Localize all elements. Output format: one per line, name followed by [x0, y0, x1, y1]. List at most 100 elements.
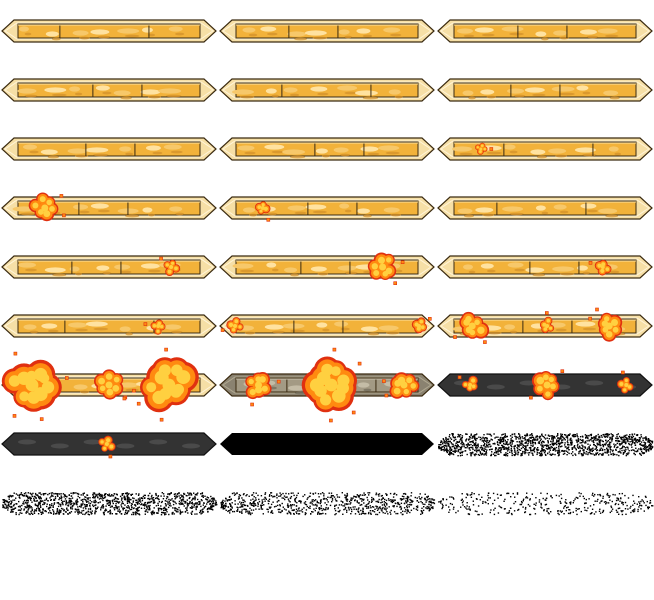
- dissolve-pixel: [582, 441, 584, 443]
- dissolve-pixel: [424, 503, 426, 506]
- dissolve-pixel: [156, 512, 158, 514]
- dissolve-pixel: [393, 505, 395, 507]
- dissolve-pixel: [546, 508, 548, 510]
- dissolve-pixel: [610, 506, 613, 509]
- core-texture: [559, 272, 575, 276]
- dissolve-pixel: [466, 444, 468, 446]
- dissolve-pixel: [243, 503, 245, 506]
- dissolve-pixel: [521, 454, 523, 456]
- dissolve-pixel: [420, 513, 422, 515]
- dissolve-pixel: [290, 495, 293, 498]
- core-texture: [287, 205, 306, 211]
- dissolve-pixel: [310, 501, 312, 503]
- dissolve-pixel: [184, 510, 187, 513]
- core-texture: [304, 30, 327, 36]
- dissolve-pixel: [543, 452, 546, 454]
- dissolve-pixel: [498, 505, 500, 507]
- dissolve-pixel: [386, 507, 388, 509]
- dissolve-pixel: [358, 507, 360, 509]
- dissolve-pixel: [149, 504, 151, 507]
- dissolve-pixel: [161, 492, 163, 494]
- dissolve-pixel: [393, 492, 396, 495]
- dissolve-pixel: [202, 495, 204, 497]
- dissolve-pixel: [144, 505, 146, 507]
- dissolve-pixel: [392, 496, 395, 498]
- dissolve-pixel: [384, 502, 387, 504]
- dissolve-pixel: [564, 452, 566, 455]
- dissolve-pixel: [129, 502, 131, 504]
- dissolve-pixel: [400, 508, 402, 511]
- dissolve-pixel: [320, 513, 323, 515]
- core-texture: [85, 321, 108, 327]
- dissolve-pixel: [551, 435, 554, 437]
- dissolve-pixel: [494, 507, 496, 509]
- dissolve-pixel: [18, 496, 20, 499]
- dissolve-pixel: [424, 493, 426, 495]
- dissolve-pixel: [475, 439, 477, 442]
- dissolve-pixel: [116, 494, 118, 496]
- sprite-frame: [437, 19, 653, 43]
- dissolve-pixel: [123, 507, 126, 509]
- core-texture: [463, 264, 473, 270]
- dissolve-pixel: [197, 492, 199, 494]
- dissolve-pixel: [375, 505, 377, 507]
- dissolve-pixel: [611, 450, 614, 452]
- explosion-fire: [457, 375, 478, 392]
- dissolve-pixel: [569, 438, 571, 440]
- dissolve-pixel: [49, 510, 51, 512]
- dissolve-pixel: [448, 453, 450, 455]
- dissolve-pixel: [528, 454, 530, 456]
- dissolve-pixel: [455, 511, 457, 514]
- dissolve-pixel: [89, 497, 91, 499]
- dissolve-pixel: [557, 437, 559, 439]
- dissolve-pixel: [178, 506, 180, 509]
- dissolve-pixel: [534, 441, 536, 444]
- dissolve-pixel: [100, 509, 102, 511]
- dissolve-pixel: [272, 496, 274, 498]
- dissolve-pixel: [640, 508, 642, 510]
- dissolve-pixel: [293, 512, 295, 515]
- dissolve-pixel: [264, 493, 266, 495]
- fire-blob: [261, 385, 268, 392]
- dissolve-pixel: [517, 453, 519, 456]
- dissolve-pixel: [65, 495, 67, 498]
- dissolve-pixel: [286, 496, 288, 498]
- dissolve-pixel: [381, 508, 384, 510]
- dissolve-pixel: [559, 500, 561, 503]
- dissolve-pixel: [268, 498, 271, 500]
- dissolve-pixel: [153, 507, 155, 509]
- dissolve-pixel: [126, 495, 128, 498]
- dissolve-pixel: [340, 500, 342, 502]
- dissolve-pixel: [474, 449, 476, 452]
- dissolve-pixel: [102, 497, 105, 499]
- dissolve-pixel: [160, 495, 162, 497]
- dissolve-pixel: [474, 438, 476, 441]
- core-texture: [271, 94, 279, 98]
- dissolve-pixel: [443, 440, 445, 442]
- dissolve-pixel: [30, 499, 32, 501]
- dissolve-pixel: [357, 508, 360, 510]
- dissolve-pixel: [346, 511, 348, 513]
- dissolve-pixel: [279, 504, 281, 506]
- dissolve-pixel: [497, 451, 499, 453]
- dissolve-pixel: [545, 454, 547, 456]
- dissolve-pixel: [546, 437, 548, 439]
- dissolve-pixel: [114, 496, 117, 499]
- dissolve-pixel: [634, 508, 636, 510]
- fire-blob: [152, 324, 157, 328]
- dissolve-pixel: [38, 492, 40, 494]
- dissolve-pixel: [461, 439, 463, 441]
- fire-blob: [324, 378, 338, 392]
- dissolve-pixel: [153, 511, 156, 514]
- dissolve-pixel: [268, 506, 271, 508]
- dissolve-pixel: [425, 507, 427, 509]
- core-texture: [462, 90, 474, 96]
- dissolve-pixel: [482, 500, 484, 503]
- dissolve-pixel: [478, 513, 480, 516]
- dissolve-pixel: [632, 509, 635, 511]
- dissolve-pixel: [545, 499, 547, 501]
- dissolve-pixel: [369, 505, 371, 507]
- dissolve-pixel: [484, 443, 486, 445]
- dissolve-pixel: [83, 492, 85, 494]
- dissolve-pixel: [498, 439, 500, 441]
